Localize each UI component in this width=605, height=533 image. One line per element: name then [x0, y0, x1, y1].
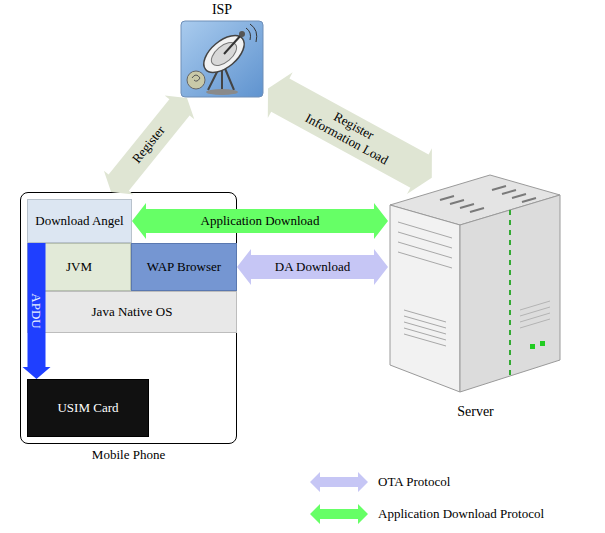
node-label: ISP	[176, 2, 268, 18]
legend-label: OTA Protocol	[370, 475, 450, 490]
os-box: Java Native OS	[27, 291, 237, 333]
node-label: WAP Browser	[141, 260, 227, 275]
arrow-label: Application Download	[201, 214, 320, 229]
legend-row: OTA Protocol	[308, 470, 450, 494]
node-label: Download Angel	[29, 214, 129, 229]
satellite-dish	[187, 24, 257, 95]
block-arrow	[104, 95, 194, 194]
isp-node: ISP	[176, 2, 268, 98]
server-led	[530, 344, 535, 349]
server-led	[540, 341, 545, 346]
usim-card: USIM Card	[27, 379, 149, 437]
server-front	[390, 205, 460, 392]
arrow-label: DA Download	[275, 260, 350, 275]
block-arrow	[268, 72, 432, 194]
legend-swatch	[308, 471, 370, 493]
node-label: Java Native OS	[86, 305, 179, 320]
browser-box: WAP Browser	[131, 243, 237, 291]
server-side	[460, 195, 560, 392]
isp-frame	[181, 21, 263, 97]
node-label: Server	[388, 404, 563, 420]
block-arrow	[237, 249, 388, 285]
legend-row: Application Download Protocol	[308, 502, 544, 526]
node-label: JVM	[60, 260, 98, 275]
node-label: USIM Card	[51, 401, 124, 416]
block-arrow	[23, 243, 51, 379]
arrow-label: APDU	[29, 293, 44, 328]
block-arrow	[132, 203, 388, 239]
node-label: Mobile Phone	[21, 448, 236, 463]
server-illustration	[380, 160, 570, 398]
app-box: Download Angel	[27, 199, 132, 243]
legend-swatch	[308, 503, 370, 525]
isp-illustration	[180, 20, 264, 98]
legend-label: Application Download Protocol	[370, 507, 544, 522]
server-node: Server	[388, 165, 563, 420]
server-led-strip	[509, 210, 511, 376]
